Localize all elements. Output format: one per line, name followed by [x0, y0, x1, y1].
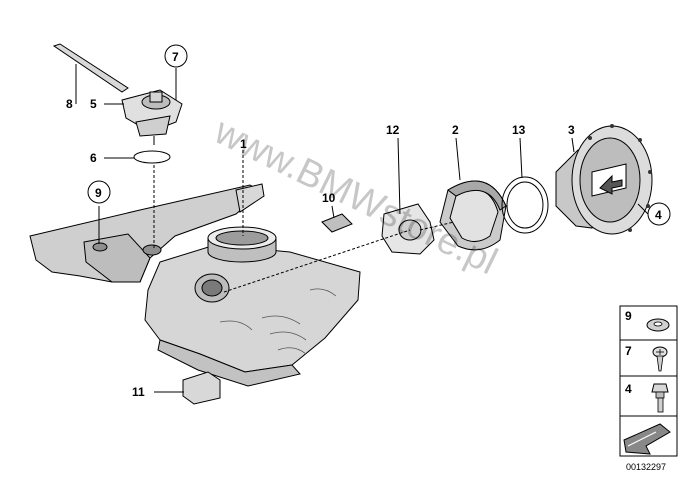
callout-5: 5 — [90, 97, 97, 111]
cover — [182, 371, 221, 405]
rubber-pad — [321, 213, 353, 233]
leader-lines — [75, 64, 649, 393]
callout-13: 13 — [512, 123, 526, 137]
callout-10: 10 — [322, 191, 336, 205]
callout-2: 2 — [452, 123, 459, 137]
fuel-level-sender — [121, 89, 183, 145]
callout-circle-4 — [647, 202, 671, 226]
washer-icon — [646, 318, 670, 332]
callout-6: 6 — [90, 151, 97, 165]
o-ring — [133, 150, 171, 164]
callout-circle-7 — [164, 44, 188, 68]
callout-9: 9 — [95, 186, 102, 200]
callouts: 8 5 7 6 9 1 10 11 12 2 13 3 4 — [66, 44, 671, 399]
locking-ring — [381, 203, 435, 255]
legend-4: 4 — [625, 382, 632, 396]
bolt-icon — [651, 383, 669, 413]
callout-8: 8 — [66, 97, 73, 111]
callout-7: 7 — [172, 50, 179, 64]
fuel-line — [52, 43, 129, 93]
screw-icon — [652, 346, 668, 372]
filler-cap — [555, 124, 653, 235]
callout-3: 3 — [568, 123, 575, 137]
callout-12: 12 — [386, 123, 400, 137]
callout-4: 4 — [655, 208, 662, 222]
legend-7: 7 — [625, 344, 632, 358]
gasket — [501, 176, 549, 234]
fuel-tank — [29, 183, 361, 387]
callout-11: 11 — [132, 385, 145, 399]
callout-circle-9 — [87, 180, 111, 204]
document-number: 00132297 — [626, 462, 666, 472]
arrow-icon — [623, 423, 671, 455]
filler-housing — [439, 180, 507, 251]
legend-panel: 9 7 4 — [619, 305, 678, 457]
legend-9: 9 — [625, 309, 632, 323]
callout-1: 1 — [240, 137, 247, 151]
